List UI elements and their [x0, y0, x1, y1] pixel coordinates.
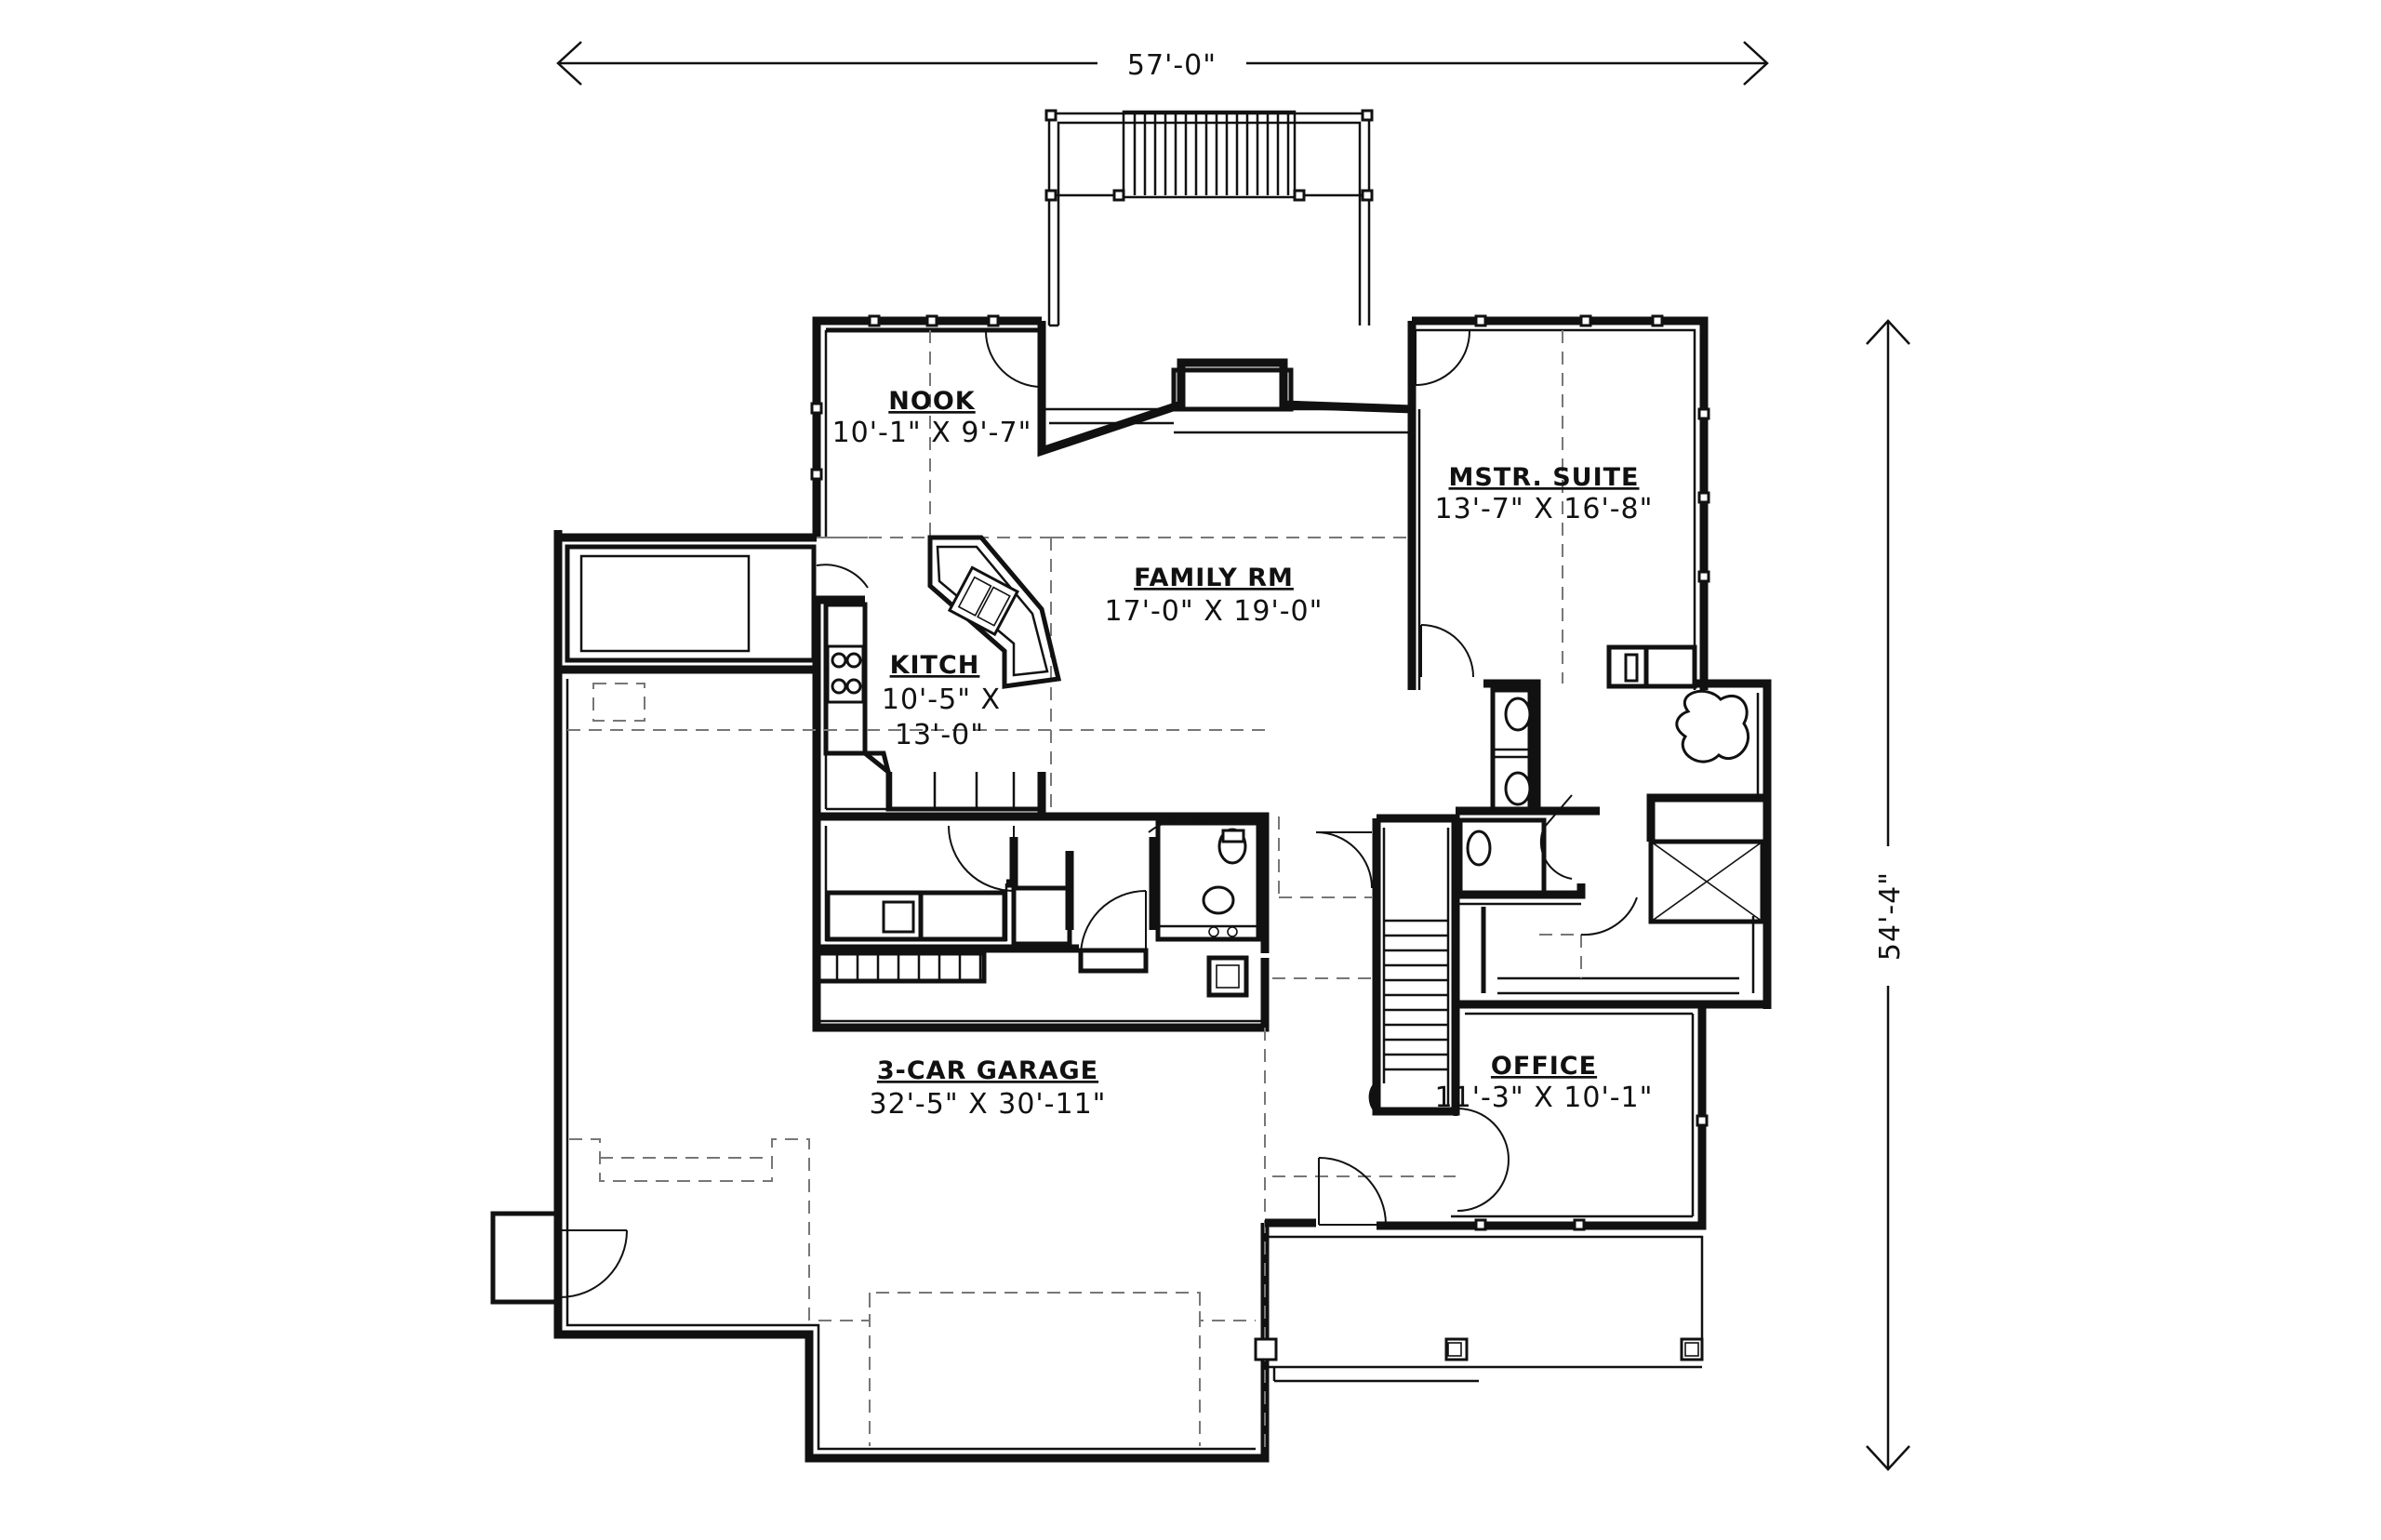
label-kitchen: KITCH 10'-5" X 13'-0": [882, 651, 1001, 751]
family-name: FAMILY RM: [1134, 564, 1294, 592]
kitchen-size-2: 13'-0": [895, 719, 984, 751]
label-family: FAMILY RM 17'-0" X 19'-0": [1105, 564, 1324, 628]
family-rear-wall: [1037, 321, 1417, 816]
office-name: OFFICE: [1491, 1052, 1597, 1081]
office: [1377, 1000, 1709, 1231]
rear-deck: [1044, 109, 1374, 327]
master-bath: [1451, 644, 1772, 1009]
kitchen-size-1: 10'-5" X: [882, 684, 1001, 716]
garage-steps: [814, 950, 987, 984]
master-name: MSTR. SUITE: [1449, 463, 1640, 492]
foyer: [1265, 816, 1456, 1228]
family-size: 17'-0" X 19'-0": [1105, 595, 1324, 628]
front-porch: [1254, 1235, 1704, 1383]
label-garage: 3-CAR GARAGE 32'-5" X 30'-11": [870, 1056, 1107, 1121]
label-office: OFFICE 11'-3" X 10'-1": [1435, 1052, 1654, 1114]
depth-dimension-label: 54'-4": [1874, 871, 1907, 961]
width-dimension: 57'-0": [556, 41, 1769, 86]
main-stairs: [1368, 814, 1460, 1116]
master-size: 13'-7" X 16'-8": [1435, 493, 1654, 525]
nook-name: NOOK: [888, 387, 976, 416]
master-walls: [1407, 314, 1710, 690]
kitchen-name: KITCH: [890, 651, 980, 680]
laundry-and-powder: [812, 812, 1270, 974]
depth-dimension: 54'-4": [1866, 319, 1910, 1471]
deck-stairs: [1122, 110, 1297, 199]
garage-name: 3-CAR GARAGE: [877, 1056, 1098, 1085]
garage-size: 32'-5" X 30'-11": [870, 1088, 1107, 1121]
office-size: 11'-3" X 10'-1": [1435, 1082, 1654, 1114]
garage: [490, 665, 1270, 1463]
nook-size: 10'-1" X 9'-7": [832, 417, 1032, 449]
label-nook: NOOK 10'-1" X 9'-7": [832, 387, 1032, 449]
label-master: MSTR. SUITE 13'-7" X 16'-8": [1435, 463, 1654, 525]
width-dimension-label: 57'-0": [1127, 49, 1217, 82]
